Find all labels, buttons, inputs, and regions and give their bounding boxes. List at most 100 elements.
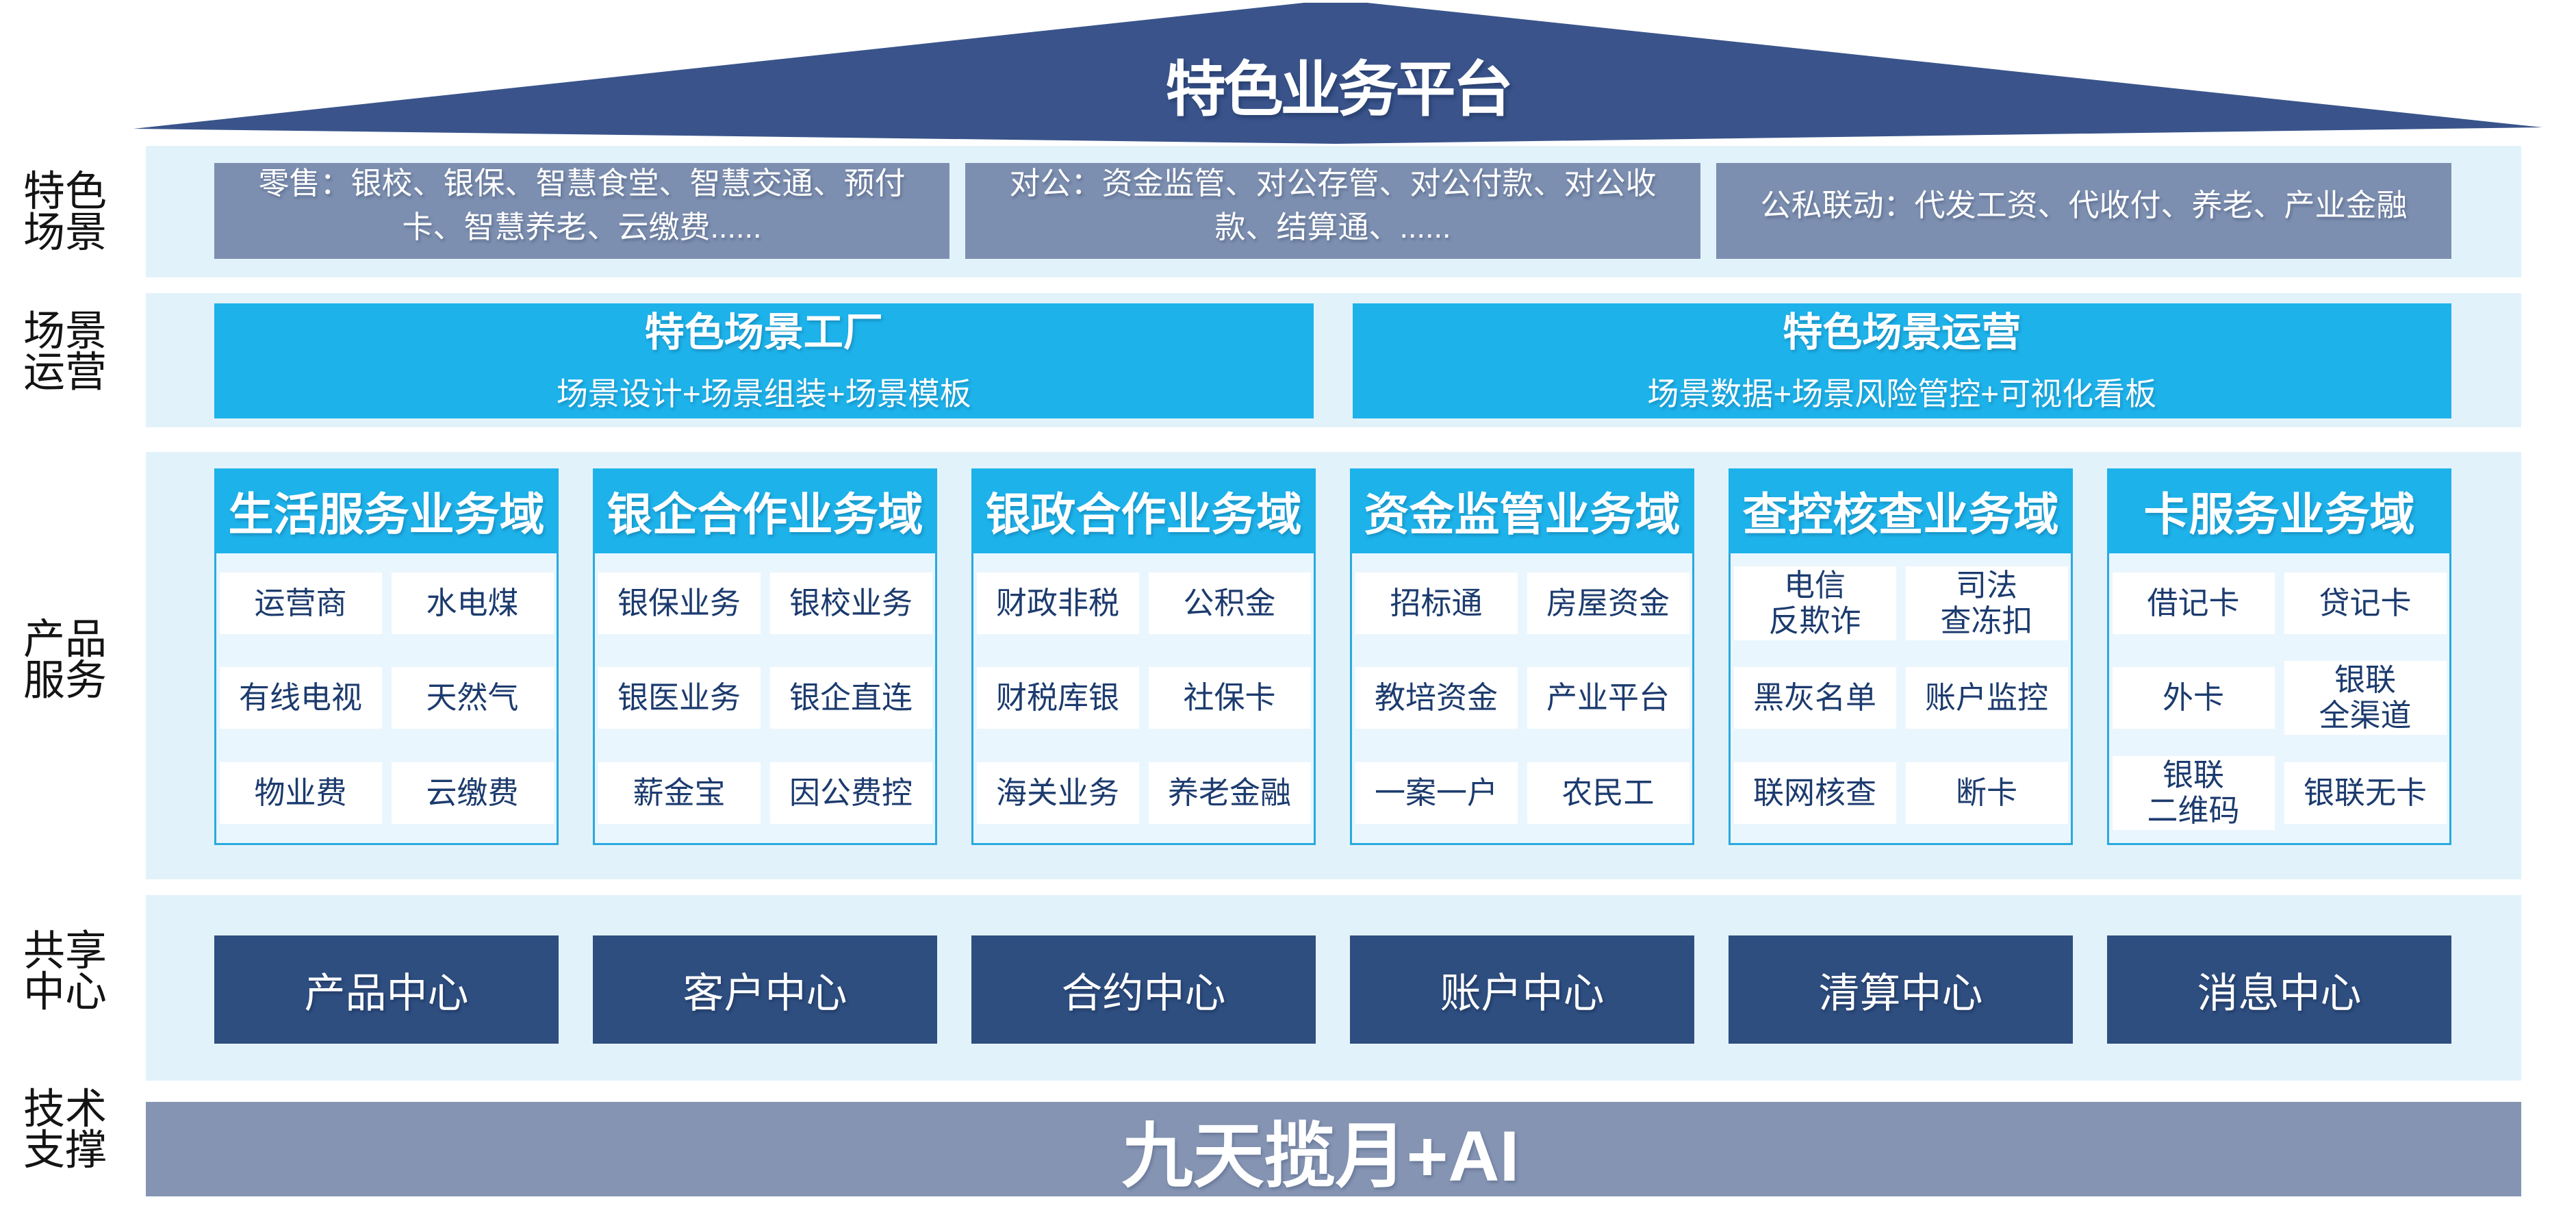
band-products: 生活服务业务域 运营商 水电煤 有线电视 天然气 物业费 云缴费 (146, 452, 2521, 879)
shared-centers-row: 产品中心 客户中心 合约中心 账户中心 清算中心 消息中心 (214, 895, 2451, 1044)
column-body: 电信 反欺诈 司法 查冻扣 黑灰名单 账户监控 联网核查 断卡 (1729, 553, 2073, 845)
product-cell: 司法 查冻扣 (1905, 566, 2068, 641)
column-body: 银保业务 银校业务 银医业务 银企直连 薪金宝 因公费控 (593, 553, 937, 845)
center-box-account: 账户中心 (1350, 935, 1694, 1044)
product-cell: 联网核查 (1733, 762, 1896, 824)
band-tech: 九天揽月+AI (146, 1102, 2521, 1196)
column-row: 海关业务 养老金融 (973, 746, 1314, 840)
operation-box-scene-factory: 特色场景工厂 场景设计+场景组装+场景模板 (214, 303, 1314, 418)
product-cell: 外卡 (2112, 667, 2275, 729)
product-column-card-services: 卡服务业务域 借记卡 贷记卡 外卡 银联 全渠道 银联 二维码 银联无卡 (2107, 468, 2451, 845)
product-cell: 断卡 (1905, 762, 2068, 824)
column-row: 银保业务 银校业务 (595, 556, 935, 651)
tech-banner: 九天揽月+AI (1121, 1116, 1520, 1196)
product-cell: 账户监控 (1905, 667, 2068, 729)
product-cell: 财政非税 (976, 573, 1139, 635)
product-cell: 农民工 (1527, 762, 1689, 824)
product-cell: 水电煤 (391, 573, 554, 635)
center-box-message: 消息中心 (2107, 935, 2451, 1044)
row-label-tech: 技术 支撑 (23, 1085, 107, 1173)
operation-box-title: 特色场景运营 (1783, 310, 2022, 355)
operation-box-subtitle: 场景设计+场景组装+场景模板 (556, 376, 971, 412)
center-box-settlement: 清算中心 (1729, 935, 2073, 1044)
column-row: 招标通 房屋资金 (1352, 556, 1692, 651)
column-row: 借记卡 贷记卡 (2109, 556, 2449, 651)
operation-box-scene-operation: 特色场景运营 场景数据+场景风险管控+可视化看板 (1352, 303, 2451, 418)
row-label-shared: 共享 中心 (23, 927, 107, 1015)
product-cell: 一案一户 (1355, 762, 1518, 824)
product-cell: 有线电视 (219, 667, 382, 729)
column-row: 薪金宝 因公费控 (595, 746, 935, 840)
product-cell: 运营商 (219, 573, 382, 635)
column-row: 电信 反欺诈 司法 查冻扣 (1731, 556, 2071, 651)
product-cell: 薪金宝 (598, 762, 761, 824)
column-row: 有线电视 天然气 (216, 651, 557, 745)
column-row: 银联 二维码 银联无卡 (2109, 746, 2449, 840)
product-cell: 教培资金 (1355, 667, 1518, 729)
column-body: 运营商 水电煤 有线电视 天然气 物业费 云缴费 (214, 553, 559, 845)
product-cell: 因公费控 (769, 762, 932, 824)
column-header: 卡服务业务域 (2107, 468, 2451, 553)
product-column-fund-supervision: 资金监管业务域 招标通 房屋资金 教培资金 产业平台 一案一户 农民工 (1350, 468, 1694, 845)
column-body: 招标通 房屋资金 教培资金 产业平台 一案一户 农民工 (1350, 553, 1694, 845)
column-row: 教培资金 产业平台 (1352, 651, 1692, 745)
page-title: 特色业务平台 (1165, 55, 1513, 123)
column-body: 财政非税 公积金 财税库银 社保卡 海关业务 养老金融 (971, 553, 1316, 845)
column-header: 查控核查业务域 (1729, 468, 2073, 553)
product-column-bank-enterprise: 银企合作业务域 银保业务 银校业务 银医业务 银企直连 薪金宝 因公费控 (593, 468, 937, 845)
product-cell: 物业费 (219, 762, 382, 824)
product-columns: 生活服务业务域 运营商 水电煤 有线电视 天然气 物业费 云缴费 (214, 452, 2451, 845)
scene-row: 零售：银校、银保、智慧食堂、智慧交通、预付 卡、智慧养老、云缴费...... 对… (214, 146, 2451, 259)
product-cell: 公积金 (1148, 573, 1311, 635)
band-operation: 特色场景工厂 场景设计+场景组装+场景模板 特色场景运营 场景数据+场景风险管控… (146, 293, 2521, 427)
operation-box-subtitle: 场景数据+场景风险管控+可视化看板 (1647, 376, 2157, 412)
column-row: 银医业务 银企直连 (595, 651, 935, 745)
product-column-life-services: 生活服务业务域 运营商 水电煤 有线电视 天然气 物业费 云缴费 (214, 468, 559, 845)
column-header: 银企合作业务域 (593, 468, 937, 553)
row-label-products: 产品 服务 (23, 616, 107, 703)
product-column-inquiry-verification: 查控核查业务域 电信 反欺诈 司法 查冻扣 黑灰名单 账户监控 联网核查 断卡 (1729, 468, 2073, 845)
row-label-scenes: 特色 场景 (23, 168, 107, 255)
product-cell: 电信 反欺诈 (1733, 566, 1896, 641)
product-cell: 养老金融 (1148, 762, 1311, 824)
product-cell: 银联无卡 (2284, 762, 2447, 824)
center-box-product: 产品中心 (214, 935, 559, 1044)
column-header: 银政合作业务域 (971, 468, 1316, 553)
column-row: 外卡 银联 全渠道 (2109, 651, 2449, 745)
product-cell: 产业平台 (1527, 667, 1689, 729)
product-cell: 银医业务 (598, 667, 761, 729)
product-column-bank-government: 银政合作业务域 财政非税 公积金 财税库银 社保卡 海关业务 养老金融 (971, 468, 1316, 845)
column-row: 联网核查 断卡 (1731, 746, 2071, 840)
column-row: 财政非税 公积金 (973, 556, 1314, 651)
roof-shape (133, 3, 2542, 144)
product-cell: 云缴费 (391, 762, 554, 824)
product-cell: 社保卡 (1148, 667, 1311, 729)
column-row: 运营商 水电煤 (216, 556, 557, 651)
band-shared: 产品中心 客户中心 合约中心 账户中心 清算中心 消息中心 (146, 895, 2521, 1081)
scene-box-retail: 零售：银校、银保、智慧食堂、智慧交通、预付 卡、智慧养老、云缴费...... (214, 163, 949, 259)
product-cell: 银企直连 (769, 667, 932, 729)
center-box-contract: 合约中心 (971, 935, 1316, 1044)
column-header: 生活服务业务域 (214, 468, 559, 553)
product-cell: 财税库银 (976, 667, 1139, 729)
row-label-operation: 场景 运营 (23, 307, 107, 395)
scene-box-corporate: 对公：资金监管、对公存管、对公付款、对公收 款、结算通、...... (965, 163, 1700, 259)
product-cell: 海关业务 (976, 762, 1139, 824)
product-cell: 银保业务 (598, 573, 761, 635)
column-row: 一案一户 农民工 (1352, 746, 1692, 840)
product-cell: 银校业务 (769, 573, 932, 635)
column-row: 物业费 云缴费 (216, 746, 557, 840)
column-row: 黑灰名单 账户监控 (1731, 651, 2071, 745)
product-cell: 借记卡 (2112, 573, 2275, 635)
product-cell: 银联 全渠道 (2284, 661, 2447, 736)
operation-box-title: 特色场景工厂 (644, 310, 883, 355)
center-box-customer: 客户中心 (593, 935, 937, 1044)
product-cell: 贷记卡 (2284, 573, 2447, 635)
product-cell: 天然气 (391, 667, 554, 729)
product-cell: 招标通 (1355, 573, 1518, 635)
band-scenes: 零售：银校、银保、智慧食堂、智慧交通、预付 卡、智慧养老、云缴费...... 对… (146, 146, 2521, 277)
product-cell: 房屋资金 (1527, 573, 1689, 635)
column-row: 财税库银 社保卡 (973, 651, 1314, 745)
scene-box-public-private: 公私联动：代发工资、代收付、养老、产业金融 (1716, 163, 2451, 259)
